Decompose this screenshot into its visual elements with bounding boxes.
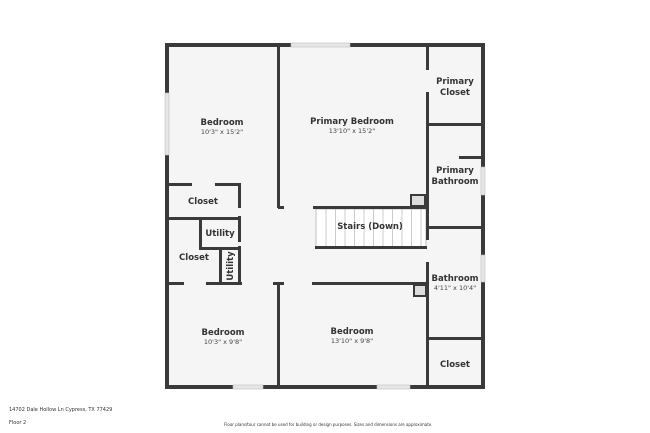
room-bedroom-3-dims: 13'10" x 9'8"	[331, 337, 373, 345]
room-closet-2: Closet	[179, 253, 209, 263]
walls	[165, 43, 485, 389]
room-stairs: Stairs (Down)	[337, 222, 403, 232]
room-utility-1: Utility	[205, 229, 235, 239]
room-bedroom-1: Bedroom	[200, 118, 243, 128]
room-primary-bathroom: Primary	[436, 166, 474, 176]
room-closet-3: Closet	[440, 360, 470, 370]
room-bedroom-1-dims: 10'3" x 15'2"	[201, 128, 243, 136]
room-bathroom-dims: 4'11" x 10'4"	[434, 284, 476, 292]
room-bedroom-2: Bedroom	[201, 328, 244, 338]
room-primary-closet: Primary	[436, 77, 474, 87]
floor-label: Floor 2	[9, 420, 27, 426]
room-labels: Bedroom 10'3" x 15'2" Primary Bedroom 13…	[179, 77, 479, 370]
address-label: 14702 Dale Hollow Ln Cypress, TX 77429	[9, 407, 113, 413]
disclaimer: Floor plans/tour cannot be used for buil…	[224, 422, 433, 427]
windows	[164, 42, 486, 390]
room-utility-2: Utility	[226, 251, 236, 281]
room-bedroom-2-dims: 10'3" x 9'8"	[204, 338, 242, 346]
room-primary-bedroom-dims: 13'10" x 15'2"	[329, 127, 375, 135]
room-primary-bathroom-2: Bathroom	[431, 177, 478, 187]
room-closet-1: Closet	[188, 197, 218, 207]
room-primary-closet-2: Closet	[440, 88, 470, 98]
stairs	[315, 208, 427, 248]
room-primary-bedroom: Primary Bedroom	[310, 117, 394, 127]
room-bathroom: Bathroom	[431, 274, 478, 284]
room-bedroom-3: Bedroom	[330, 327, 373, 337]
